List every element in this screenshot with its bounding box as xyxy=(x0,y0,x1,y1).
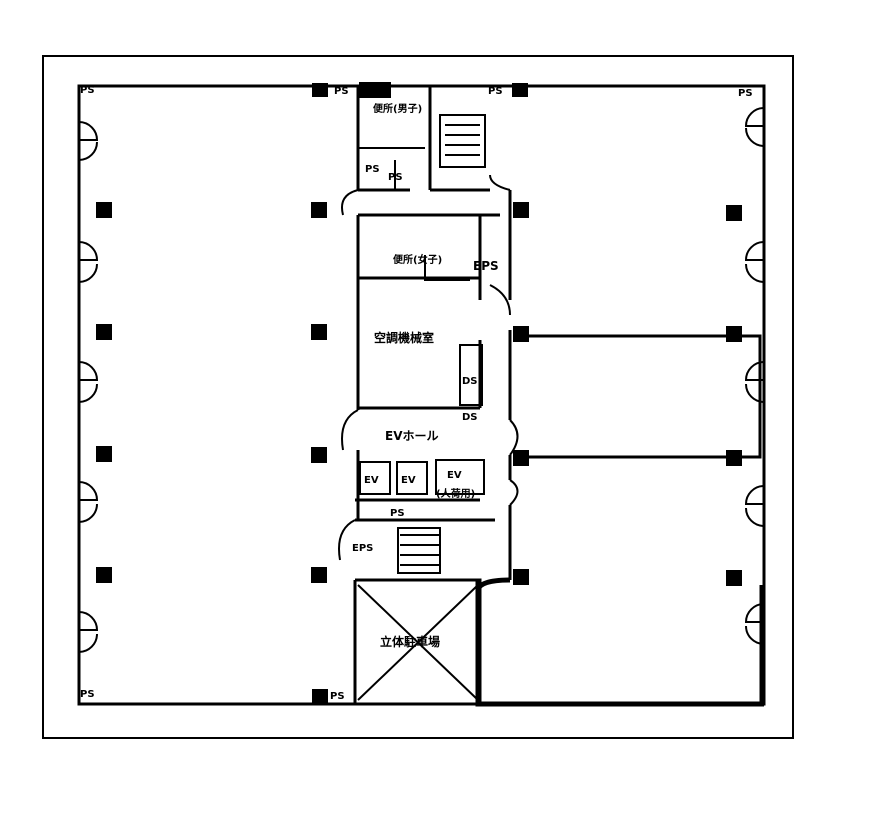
column xyxy=(726,205,742,221)
eps-label: EPS xyxy=(473,259,499,273)
column xyxy=(96,446,112,462)
drawing-frame xyxy=(42,55,794,739)
ds-label: DS xyxy=(462,376,478,387)
ps-label: PS xyxy=(488,86,503,97)
room-labels: PS PS PS PS PS PS PS PS PS 便所(男子) 便所(女子)… xyxy=(80,85,753,702)
column xyxy=(512,83,528,97)
column xyxy=(96,324,112,340)
column xyxy=(311,202,327,218)
ev-car-1 xyxy=(359,461,391,495)
ps-label: PS xyxy=(388,172,403,183)
parking-label: 立体駐車場 xyxy=(380,634,440,649)
tenant-partition xyxy=(520,334,762,459)
column xyxy=(96,202,112,218)
columns xyxy=(96,83,742,703)
toilet-women-label: 便所(女子) xyxy=(393,253,442,266)
ds-label: DS xyxy=(462,412,478,423)
column xyxy=(311,324,327,340)
ps-label: PS xyxy=(330,691,345,702)
column xyxy=(312,689,328,703)
ev-car-2 xyxy=(396,461,428,495)
ps-label: PS xyxy=(390,508,405,519)
ps-label: PS xyxy=(738,88,753,99)
column xyxy=(311,567,327,583)
column xyxy=(96,567,112,583)
exterior-wall xyxy=(77,84,766,706)
ps-label: PS xyxy=(80,85,95,96)
ev-car-freight xyxy=(435,459,485,495)
ev-freight-label: EV xyxy=(447,470,462,481)
exterior-openings xyxy=(78,107,765,653)
column xyxy=(513,326,529,342)
ev-label: EV xyxy=(401,475,416,486)
toilet-men-label: 便所(男子) xyxy=(373,102,422,115)
tenant-boundary xyxy=(475,577,765,707)
core-walls xyxy=(353,86,512,704)
column xyxy=(726,326,742,342)
column xyxy=(513,569,529,585)
ev-label: EV xyxy=(364,475,379,486)
ev-freight-label: (人荷用) xyxy=(436,487,475,500)
column xyxy=(513,202,529,218)
column xyxy=(726,570,742,586)
eps-label: EPS xyxy=(352,543,373,554)
ps-label: PS xyxy=(80,689,95,700)
core-doors xyxy=(338,174,519,561)
machine-room-label: 空調機械室 xyxy=(374,330,434,345)
core-partitions xyxy=(357,82,486,701)
ps-label: PS xyxy=(365,164,380,175)
column xyxy=(312,83,328,97)
ev-hall-label: EVホール xyxy=(385,429,439,443)
ps-label: PS xyxy=(334,86,349,97)
column xyxy=(311,447,327,463)
